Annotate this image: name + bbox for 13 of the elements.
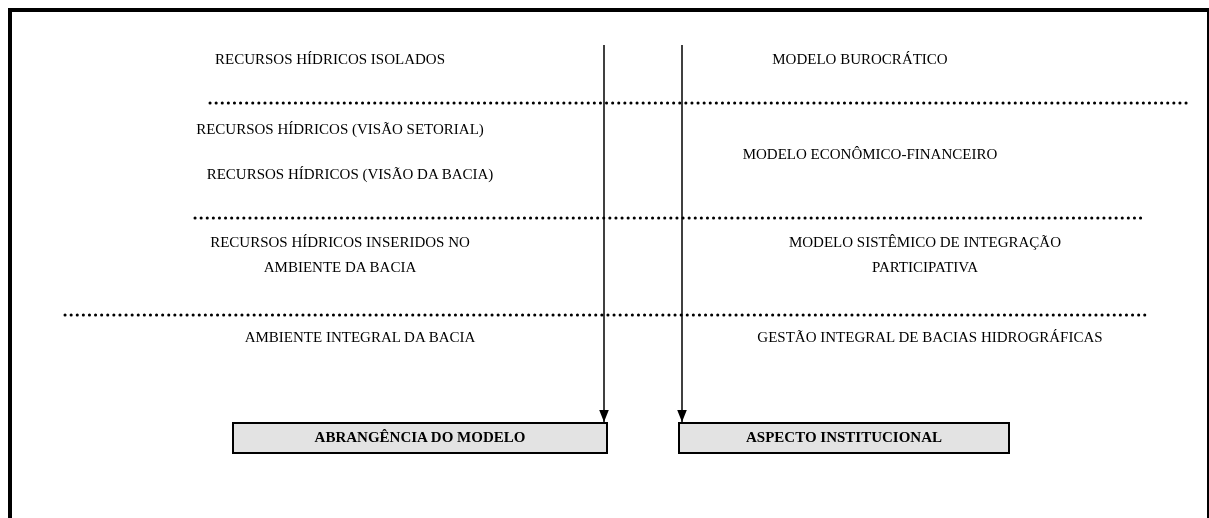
row-label: RECURSOS HÍDRICOS (VISÃO SETORIAL) — [195, 120, 485, 139]
row-label: RECURSOS HÍDRICOS (VISÃO DA BACIA) — [205, 165, 495, 184]
category-box: ABRANGÊNCIA DO MODELO — [232, 422, 608, 454]
row-label: AMBIENTE INTEGRAL DA BACIA — [243, 328, 477, 347]
arrow — [599, 44, 609, 423]
row-label: MODELO BUROCRÁTICO — [771, 50, 949, 69]
row-label: MODELO SISTÊMICO DE INTEGRAÇÃO PARTICIPATIVA — [787, 233, 1063, 277]
row-label: RECURSOS HÍDRICOS INSERIDOS NO AMBIENTE DA BACIA — [209, 233, 471, 277]
row-label: MODELO ECONÔMICO-FINANCEIRO — [741, 145, 999, 164]
row-label: GESTÃO INTEGRAL DE BACIAS HIDROGRÁFICAS — [756, 328, 1104, 347]
category-box: ASPECTO INSTITUCIONAL — [678, 422, 1010, 454]
row-label: RECURSOS HÍDRICOS ISOLADOS — [213, 50, 446, 69]
arrow — [677, 44, 687, 423]
